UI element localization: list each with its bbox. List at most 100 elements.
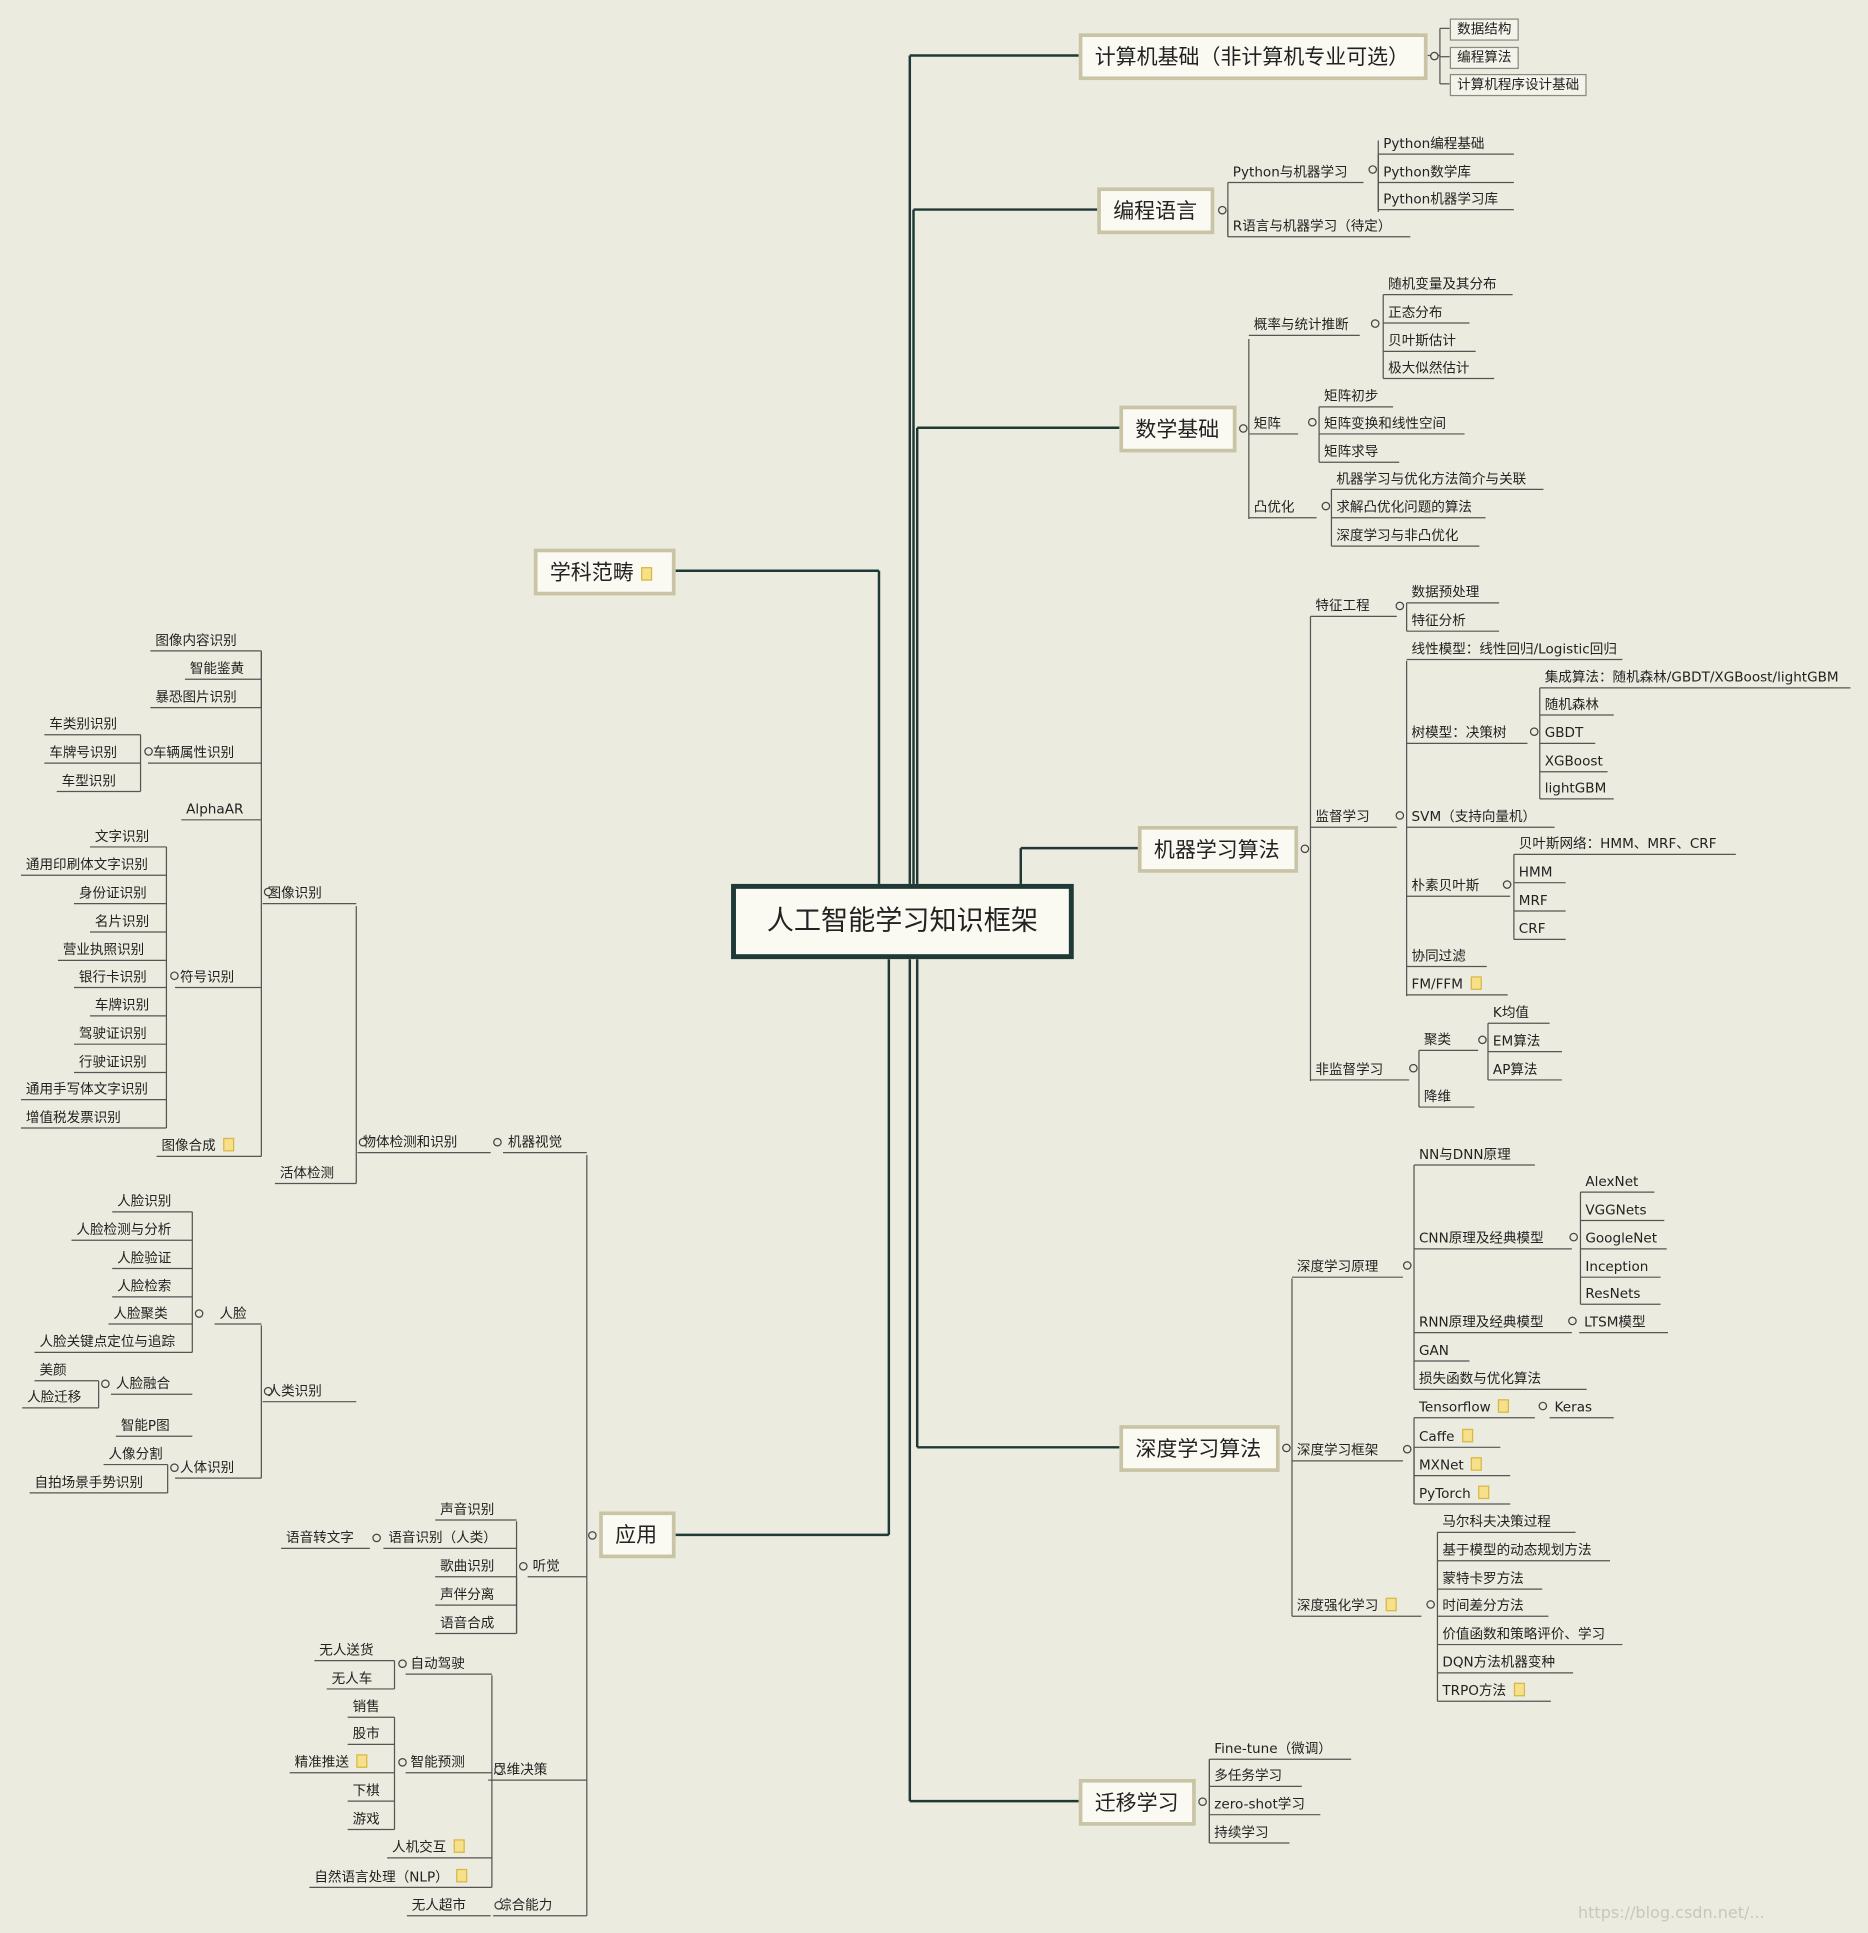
- topic-label[interactable]: lightGBM: [1544, 780, 1607, 797]
- topic-label[interactable]: R语言与机器学习（待定）: [1232, 218, 1392, 235]
- topic-label[interactable]: 人脸验证: [117, 1250, 172, 1267]
- topic-label[interactable]: 基于模型的动态规划方法: [1442, 1542, 1592, 1559]
- branch-computer-basics[interactable]: 计算机基础（非计算机专业可选）: [1078, 33, 1428, 81]
- topic-label[interactable]: K均值: [1492, 1004, 1529, 1021]
- collapse-toggle-icon[interactable]: [194, 1308, 203, 1318]
- topic-label[interactable]: 语音转文字: [286, 1529, 354, 1546]
- topic-label[interactable]: 车辆属性识别: [152, 744, 235, 761]
- topic-label[interactable]: EM算法: [1492, 1033, 1541, 1050]
- topic-label[interactable]: 下棋: [352, 1782, 380, 1799]
- topic-label[interactable]: 概率与统计推断: [1253, 316, 1349, 333]
- collapse-toggle-icon[interactable]: [169, 970, 179, 980]
- collapse-toggle-icon[interactable]: [518, 1561, 528, 1570]
- topic-label[interactable]: 自然语言处理（NLP）: [314, 1868, 468, 1886]
- topic-label[interactable]: 贝叶斯网络：HMM、MRF、CRF: [1518, 835, 1717, 852]
- topic-label[interactable]: 人脸迁移: [27, 1389, 82, 1406]
- topic-label[interactable]: 无人车: [331, 1670, 373, 1687]
- collapse-toggle-icon[interactable]: [1402, 1444, 1411, 1453]
- topic-label[interactable]: 人机交互: [392, 1839, 465, 1856]
- topic-label[interactable]: 人脸关键点定位与追踪: [39, 1333, 176, 1350]
- topic-label[interactable]: 朴素贝叶斯: [1411, 877, 1480, 894]
- topic-label[interactable]: 歌曲识别: [440, 1558, 495, 1575]
- topic-label[interactable]: 车型识别: [61, 772, 116, 789]
- topic-label[interactable]: Tensorflow: [1419, 1399, 1510, 1416]
- topic-label[interactable]: 声伴分离: [440, 1586, 495, 1603]
- branch-applications[interactable]: 应用: [599, 1511, 676, 1559]
- topic-label[interactable]: 计算机程序设计基础: [1449, 73, 1587, 97]
- topic-label[interactable]: 智能P图: [120, 1417, 170, 1434]
- collapse-toggle-icon[interactable]: [1281, 1442, 1291, 1452]
- note-icon[interactable]: [1498, 1399, 1510, 1413]
- topic-label[interactable]: 矩阵初步: [1324, 388, 1379, 405]
- topic-label[interactable]: 语音识别（人类）: [388, 1529, 497, 1546]
- collapse-toggle-icon[interactable]: [143, 746, 153, 756]
- collapse-toggle-icon[interactable]: [1425, 1599, 1435, 1609]
- topic-label[interactable]: SVM（支持向量机）: [1411, 808, 1537, 825]
- topic-label[interactable]: 矩阵变换和线性空间: [1324, 415, 1447, 432]
- collapse-toggle-icon[interactable]: [493, 1764, 503, 1774]
- topic-label[interactable]: 机器视觉: [507, 1134, 563, 1151]
- topic-label[interactable]: 人脸检索: [117, 1278, 172, 1295]
- branch-math-basics[interactable]: 数学基础: [1119, 405, 1237, 453]
- collapse-toggle-icon[interactable]: [493, 1900, 503, 1909]
- note-icon[interactable]: [641, 567, 653, 581]
- topic-label[interactable]: 凸优化: [1253, 499, 1295, 516]
- collapse-toggle-icon[interactable]: [1217, 205, 1227, 214]
- topic-label[interactable]: 集成算法：随机森林/GBDT/XGBoost/lightGBM: [1544, 669, 1839, 686]
- topic-label[interactable]: MRF: [1518, 892, 1548, 909]
- collapse-toggle-icon[interactable]: [1238, 423, 1247, 433]
- branch-subject-scope[interactable]: 学科范畴: [533, 548, 676, 596]
- topic-label[interactable]: TRPO方法: [1442, 1682, 1525, 1700]
- note-icon[interactable]: [223, 1137, 235, 1152]
- collapse-toggle-icon[interactable]: [371, 1532, 381, 1542]
- topic-label[interactable]: 无人超市: [411, 1897, 466, 1914]
- topic-label[interactable]: 监督学习: [1315, 808, 1370, 825]
- topic-label[interactable]: CRF: [1518, 920, 1546, 937]
- topic-label[interactable]: 降维: [1423, 1088, 1452, 1105]
- topic-label[interactable]: 智能鉴黄: [189, 660, 245, 677]
- collapse-toggle-icon[interactable]: [1402, 1260, 1411, 1270]
- collapse-toggle-icon[interactable]: [1502, 879, 1511, 889]
- topic-label[interactable]: GAN: [1418, 1342, 1449, 1359]
- topic-label[interactable]: 车牌号识别: [49, 744, 118, 761]
- topic-label[interactable]: 通用印刷体文字识别: [25, 856, 148, 873]
- topic-label[interactable]: VGGNets: [1585, 1201, 1647, 1219]
- topic-label[interactable]: 树模型：决策树: [1411, 724, 1507, 741]
- topic-label[interactable]: 正态分布: [1388, 304, 1443, 321]
- collapse-toggle-icon[interactable]: [1320, 501, 1330, 510]
- topic-label[interactable]: 精准推送: [295, 1754, 368, 1771]
- topic-label[interactable]: 聚类: [1423, 1031, 1452, 1048]
- topic-label[interactable]: AlexNet: [1585, 1173, 1639, 1190]
- topic-label[interactable]: HMM: [1518, 864, 1553, 881]
- topic-label[interactable]: 协同过滤: [1411, 948, 1466, 965]
- topic-label[interactable]: 声音识别: [440, 1501, 495, 1518]
- topic-label[interactable]: 深度学习框架: [1296, 1442, 1379, 1459]
- collapse-toggle-icon[interactable]: [1568, 1232, 1578, 1241]
- note-icon[interactable]: [1478, 1485, 1490, 1500]
- collapse-toggle-icon[interactable]: [1408, 1063, 1418, 1072]
- topic-label[interactable]: 价值函数和策略评价、学习: [1442, 1626, 1606, 1643]
- topic-label[interactable]: 人类识别: [267, 1383, 322, 1400]
- collapse-toggle-icon[interactable]: [1537, 1401, 1547, 1410]
- topic-label[interactable]: 人像分割: [108, 1446, 163, 1463]
- topic-label[interactable]: 名片识别: [94, 913, 150, 930]
- topic-label[interactable]: GoogleNet: [1585, 1230, 1658, 1247]
- topic-label[interactable]: 非监督学习: [1315, 1061, 1384, 1078]
- topic-label[interactable]: 听觉: [532, 1558, 560, 1575]
- collapse-toggle-icon[interactable]: [263, 886, 272, 896]
- collapse-toggle-icon[interactable]: [587, 1530, 597, 1540]
- topic-label[interactable]: 求解凸优化问题的算法: [1336, 499, 1472, 516]
- topic-label[interactable]: 蒙特卡罗方法: [1442, 1570, 1524, 1587]
- topic-label[interactable]: 语音合成: [440, 1614, 495, 1631]
- collapse-toggle-icon[interactable]: [358, 1137, 367, 1146]
- root-topic[interactable]: 人工智能学习知识框架: [731, 883, 1074, 960]
- collapse-toggle-icon[interactable]: [1370, 318, 1379, 328]
- topic-label[interactable]: 贝叶斯估计: [1388, 332, 1456, 349]
- topic-label[interactable]: Python与机器学习: [1232, 163, 1348, 180]
- topic-label[interactable]: 营业执照识别: [62, 941, 145, 958]
- topic-label[interactable]: 思维决策: [493, 1761, 548, 1778]
- collapse-toggle-icon[interactable]: [1477, 1034, 1487, 1044]
- topic-label[interactable]: 物体检测和识别: [362, 1134, 458, 1151]
- topic-label[interactable]: 人脸检测与分析: [76, 1221, 172, 1238]
- topic-label[interactable]: 文字识别: [94, 828, 150, 845]
